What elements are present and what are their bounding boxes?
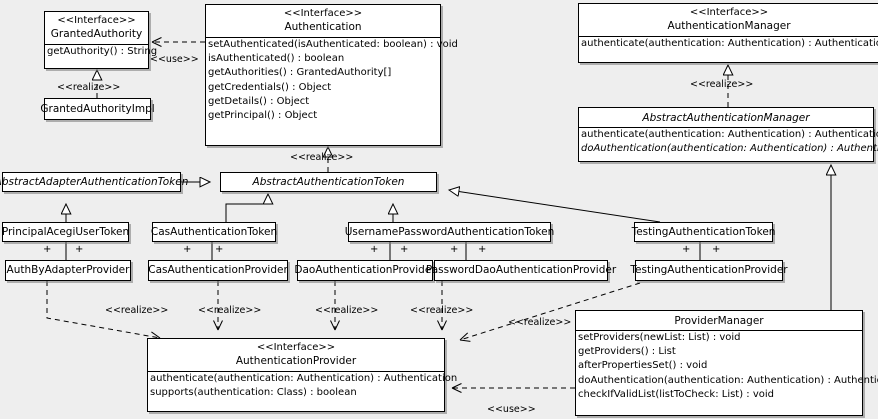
class-header: ProviderManager xyxy=(576,311,862,330)
operation: getCredentials() : Object xyxy=(208,81,332,93)
operation: checkIfValidList(listToCheck: List) : vo… xyxy=(578,388,775,400)
class-box-authentication-provider[interactable]: <<Interface>> AuthenticationProvider aut… xyxy=(147,338,458,412)
class-stereotype: <<Interface>> xyxy=(57,15,136,26)
class-header: AbstractAuthenticationManager xyxy=(579,108,873,127)
multiplicity-marker: + xyxy=(43,244,52,255)
edge-label-realize-authbyadapter: <<realize>> xyxy=(105,305,169,316)
operation: doAuthentication(authentication: Authent… xyxy=(578,374,878,386)
class-header: <<Interface>> AuthenticationProvider xyxy=(148,339,444,371)
operation: getAuthorities() : GrantedAuthority[] xyxy=(208,67,392,79)
class-header: <<Interface>> GrantedAuthority xyxy=(45,12,148,44)
multiplicity-marker: + xyxy=(478,244,487,255)
multiplicity-marker: + xyxy=(370,244,379,255)
operation: authenticate(authentication: Authenticat… xyxy=(581,38,878,49)
class-name: GrantedAuthority xyxy=(50,28,143,40)
operation: afterPropertiesSet() : void xyxy=(578,360,708,372)
class-name: CasAuthenticationProvider xyxy=(148,264,288,276)
edge-label-realize-passworddao: <<realize>> xyxy=(410,305,474,316)
operation: setProviders(newList: List) : void xyxy=(578,332,741,343)
class-box-cas-authentication-provider[interactable]: CasAuthenticationProvider xyxy=(148,260,288,281)
multiplicity-marker: + xyxy=(75,244,84,255)
operation-abstract: doAuthentication(authentication: Authent… xyxy=(581,143,878,155)
operation: authenticate(authentication: Authenticat… xyxy=(150,373,458,384)
edge-label-realize-granted-authority-impl: <<realize>> xyxy=(57,82,121,93)
class-operations: authenticate(authentication: Authenticat… xyxy=(579,127,878,156)
operation: getDetails() : Object xyxy=(208,95,310,107)
class-name: AbstractAuthenticationManager xyxy=(642,112,810,124)
class-name: ProviderManager xyxy=(674,315,764,327)
class-name: AuthByAdapterProvider xyxy=(6,264,130,276)
class-box-provider-manager[interactable]: ProviderManager setProviders(newList: Li… xyxy=(575,310,878,416)
class-box-testing-authentication-token[interactable]: TestingAuthenticationToken xyxy=(632,222,775,242)
class-box-testing-authentication-provider[interactable]: TestingAuthenticationProvider xyxy=(630,260,788,281)
class-name: AbstractAuthenticationToken xyxy=(252,175,405,188)
operation: isAuthenticated() : boolean xyxy=(208,53,345,65)
class-operations: authenticate(authentication: Authenticat… xyxy=(148,371,458,400)
class-name: AuthenticationManager xyxy=(667,20,791,32)
class-header: <<Interface>> AuthenticationManager xyxy=(579,4,878,36)
class-name: DaoAuthenticationProvider xyxy=(294,264,436,276)
edge-label-realize-cas: <<realize>> xyxy=(198,305,262,316)
multiplicity-marker: + xyxy=(450,244,459,255)
edge-label-use-provider: <<use>> xyxy=(487,404,536,415)
class-box-granted-authority-impl[interactable]: GrantedAuthorityImpl xyxy=(40,98,155,120)
edge-label-realize-auth-manager: <<realize>> xyxy=(690,79,754,90)
class-name: PasswordDaoAuthenticationProvider xyxy=(425,264,617,276)
class-stereotype: <<Interface>> xyxy=(283,8,363,19)
class-name: PrincipalAcegiUserToken xyxy=(1,225,130,238)
multiplicity-marker: + xyxy=(215,244,224,255)
class-stereotype: <<Interface>> xyxy=(256,342,336,353)
operation: getAuthority() : String xyxy=(47,46,158,57)
operation: getProviders() : List xyxy=(578,346,676,358)
class-operations: setProviders(newList: List) : void getPr… xyxy=(576,330,878,402)
class-name: TestingAuthenticationToken xyxy=(631,225,776,238)
class-header: <<Interface>> Authentication xyxy=(206,5,440,37)
class-name: TestingAuthenticationProvider xyxy=(630,264,788,276)
operation: setAuthenticated(isAuthenticated: boolea… xyxy=(208,39,458,50)
edge-label-realize-dao: <<realize>> xyxy=(315,305,379,316)
operation: authenticate(authentication: Authenticat… xyxy=(581,129,878,140)
operation: getPrincipal() : Object xyxy=(208,110,318,122)
class-operations: setAuthenticated(isAuthenticated: boolea… xyxy=(206,37,458,123)
class-name: UsernamePasswordAuthenticationToken xyxy=(344,225,555,238)
class-name: AuthenticationProvider xyxy=(235,355,357,367)
class-operations: authenticate(authentication: Authenticat… xyxy=(579,36,878,51)
class-box-abstract-adapter-authentication-token[interactable]: AbstractAdapterAuthenticationToken xyxy=(0,172,188,192)
edge-label-realize-providermanager: <<realize>> xyxy=(508,317,572,328)
class-box-dao-authentication-provider[interactable]: DaoAuthenticationProvider xyxy=(294,260,436,281)
multiplicity-marker: + xyxy=(400,244,409,255)
class-name: GrantedAuthorityImpl xyxy=(40,102,155,115)
edge-label-use-granted-authority: <<use>> xyxy=(150,54,199,65)
multiplicity-marker: + xyxy=(682,244,691,255)
class-box-authentication-manager[interactable]: <<Interface>> AuthenticationManager auth… xyxy=(578,3,878,63)
class-box-abstract-authentication-manager[interactable]: AbstractAuthenticationManager authentica… xyxy=(578,107,878,162)
class-name: AbstractAdapterAuthenticationToken xyxy=(0,175,189,188)
class-box-auth-by-adapter-provider[interactable]: AuthByAdapterProvider xyxy=(5,260,131,281)
operation: supports(authentication: Class) : boolea… xyxy=(150,387,357,399)
class-box-abstract-authentication-token[interactable]: AbstractAuthenticationToken xyxy=(220,172,437,192)
class-operations: getAuthority() : String xyxy=(45,44,158,59)
class-box-principal-acegi-user-token[interactable]: PrincipalAcegiUserToken xyxy=(2,222,129,242)
multiplicity-marker: + xyxy=(712,244,721,255)
class-box-password-dao-authentication-provider[interactable]: PasswordDaoAuthenticationProvider xyxy=(426,260,616,281)
class-box-username-password-authentication-token[interactable]: UsernamePasswordAuthenticationToken xyxy=(345,222,554,242)
class-name: CasAuthenticationToken xyxy=(150,225,278,238)
class-box-cas-authentication-token[interactable]: CasAuthenticationToken xyxy=(151,222,277,242)
class-box-authentication[interactable]: <<Interface>> Authentication setAuthenti… xyxy=(205,4,458,146)
multiplicity-marker: + xyxy=(183,244,192,255)
edge-label-realize-authentication-token: <<realize>> xyxy=(290,152,354,163)
class-name: Authentication xyxy=(284,21,362,33)
class-stereotype: <<Interface>> xyxy=(689,7,769,18)
class-box-granted-authority[interactable]: <<Interface>> GrantedAuthority getAuthor… xyxy=(44,11,158,69)
